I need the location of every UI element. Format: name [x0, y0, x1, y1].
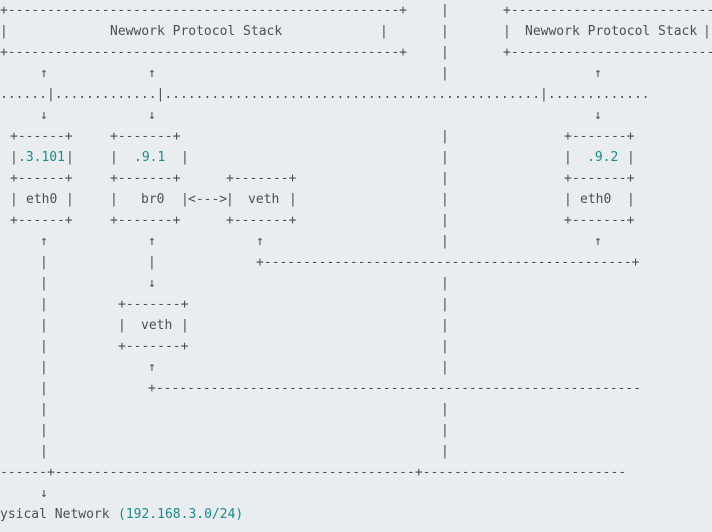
br0-ip-label: .9.1: [134, 150, 165, 165]
up-arrow-icon: ↑: [256, 234, 264, 249]
svg-text:|: |: [441, 276, 449, 291]
left-stack-title: Newwork Protocol Stack: [110, 24, 282, 39]
eth0-box-right: |: [66, 192, 74, 207]
veth-pair-link-2: +---------------------------------------…: [148, 381, 641, 396]
br0-veth-link: |: [181, 192, 189, 207]
svg-text:|: |: [40, 423, 48, 438]
veth-lower-box-left: |: [118, 318, 126, 333]
up-arrow-icon: ↑: [40, 234, 48, 249]
veth-right-label: veth: [248, 192, 279, 207]
br0-ip-box-right: |: [181, 150, 189, 165]
eth0-box-bottom: +------+: [10, 213, 73, 228]
left-stack-box-side-right: |: [380, 24, 388, 39]
veth-lower-box-bottom: +-------+: [118, 339, 189, 354]
svg-text:|: |: [441, 66, 449, 81]
eth0-label: eth0: [26, 192, 57, 207]
svg-text:|: |: [40, 360, 48, 375]
veth-right-box-left: |: [226, 192, 234, 207]
right-stack-box-top: +---------------------------+: [503, 3, 712, 18]
svg-text:|: |: [441, 150, 449, 165]
left-stack-box-bottom: +---------------------------------------…: [0, 45, 407, 60]
veth-lower-box-right: |: [181, 318, 189, 333]
right-ip-label: .9.2: [587, 150, 618, 165]
right-eth0-box-right: |: [627, 192, 635, 207]
br0-ip-box-top: +-------+: [110, 129, 181, 144]
physical-network-cidr: (192.168.3.0/24): [118, 507, 243, 522]
svg-text:|: |: [40, 318, 48, 333]
svg-text:|: |: [40, 381, 48, 396]
veth-right-box-top: +-------+: [226, 171, 297, 186]
up-arrow-icon: ↑: [148, 234, 156, 249]
down-arrow-icon: ↓: [148, 276, 156, 291]
veth-pair-link: +---------------------------------------…: [256, 255, 640, 270]
svg-text:|: |: [40, 444, 48, 459]
svg-text:|: |: [441, 297, 449, 312]
eth0-ip-box-right: |: [66, 150, 74, 165]
br0-ip-box-left: |: [110, 150, 118, 165]
up-arrow-icon: ↑: [594, 234, 602, 249]
right-ip-box-left: |: [564, 150, 572, 165]
dotted-boundary: ......|.............|...................…: [0, 87, 650, 102]
left-stack-box-top: +---------------------------------------…: [0, 3, 407, 18]
down-arrow-icon: ↓: [40, 486, 48, 501]
right-ip-box-right: |: [627, 150, 635, 165]
right-stack-box-side-left: |: [503, 24, 511, 39]
br0-label: br0: [141, 192, 164, 207]
eth0-uplink: | | | | | | | | | |: [40, 255, 48, 459]
eth0-ip-label: .3.101: [18, 150, 65, 165]
up-arrow-icon: ↑: [148, 360, 156, 375]
eth0-ip-box-top: +------+: [10, 129, 73, 144]
right-eth0-box-left: |: [564, 192, 572, 207]
svg-text:|: |: [441, 192, 449, 207]
eth0-box-top: +------+: [10, 171, 73, 186]
br0-box-bottom: +-------+: [110, 213, 181, 228]
svg-text:|: |: [40, 255, 48, 270]
svg-text:|: |: [441, 213, 449, 228]
svg-text:|: |: [441, 423, 449, 438]
svg-text:|: |: [40, 339, 48, 354]
physical-network-label: ysical Network: [0, 507, 110, 522]
eth0-ip-box-left: |: [10, 150, 18, 165]
svg-text:|: |: [40, 297, 48, 312]
veth-right-box-right: |: [289, 192, 297, 207]
up-arrow-icon: ↑: [594, 66, 602, 81]
right-eth0-box-top: +-------+: [564, 171, 635, 186]
right-eth0-label: eth0: [580, 192, 611, 207]
veth-lower-box-top: +-------+: [118, 297, 189, 312]
up-arrow-icon: ↑: [148, 66, 156, 81]
physical-network-boundary: ------+---------------------------------…: [0, 465, 626, 480]
svg-text:|: |: [441, 234, 449, 249]
right-ip-box-top: +-------+: [564, 129, 635, 144]
svg-text:|: |: [40, 402, 48, 417]
svg-text:|: |: [441, 318, 449, 333]
left-stack-box-side-left: |: [0, 24, 8, 39]
down-arrow-icon: ↓: [148, 108, 156, 123]
svg-text:|: |: [441, 3, 449, 18]
svg-text:|: |: [441, 360, 449, 375]
br0-downlink: |: [148, 255, 156, 270]
right-stack-box-side-right: |: [703, 24, 711, 39]
svg-text:|: |: [441, 129, 449, 144]
svg-text:|: |: [441, 24, 449, 39]
svg-text:|: |: [441, 45, 449, 60]
svg-text:|: |: [40, 276, 48, 291]
down-arrow-icon: ↓: [40, 108, 48, 123]
svg-text:|: |: [441, 171, 449, 186]
right-stack-title: Newwork Protocol Stack: [525, 24, 697, 39]
veth-lower-label: veth: [141, 318, 172, 333]
namespace-divider: | | | | | | | | | | | | | | | | | |: [441, 3, 449, 459]
down-arrow-icon: ↓: [594, 108, 602, 123]
up-arrow-icon: ↑: [40, 66, 48, 81]
br0-veth-link-arrow: <--->: [188, 192, 227, 207]
svg-text:|: |: [441, 339, 449, 354]
svg-text:|: |: [441, 402, 449, 417]
br0-box-top: +-------+: [110, 171, 181, 186]
veth-right-box-bottom: +-------+: [226, 213, 297, 228]
right-eth0-box-bottom: +-------+: [564, 213, 635, 228]
eth0-box-left: |: [10, 192, 18, 207]
br0-box-left: |: [110, 192, 118, 207]
right-stack-box-bottom: +---------------------------+: [503, 45, 712, 60]
svg-text:|: |: [441, 444, 449, 459]
